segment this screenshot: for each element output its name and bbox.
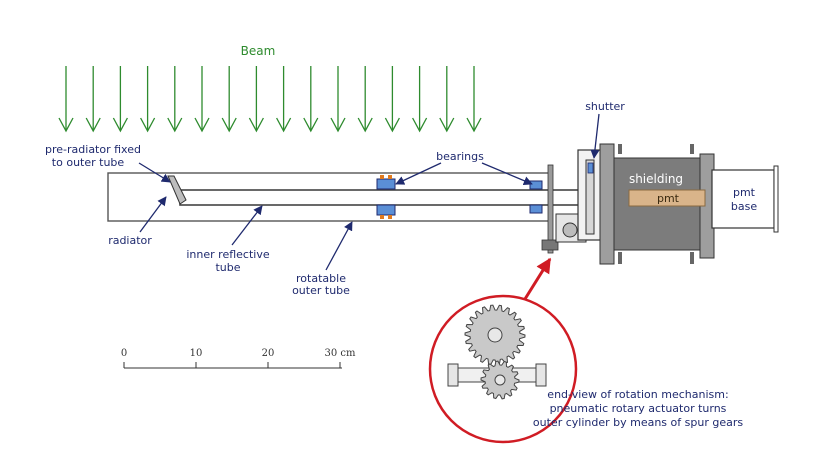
bearings-pointer-left [395, 162, 442, 185]
inner-tube-pointer [231, 205, 263, 246]
scale-tick-30: 30 cm [325, 348, 357, 359]
caption-line3: outer cylinder by means of spur gears [533, 416, 743, 429]
bearing-left [376, 175, 396, 219]
beam-arrow-icon [439, 66, 455, 133]
pmt-label: pmt [657, 192, 680, 205]
shutter-label: shutter [585, 100, 625, 113]
scale-tick-10: 10 [190, 348, 203, 359]
small-spur-gear [480, 360, 520, 400]
caption-line2: pneumatic rotary actuator turns [550, 402, 727, 415]
outer-tube-label-line1: rotatable [296, 272, 346, 285]
beam-arrow-icon [167, 66, 183, 133]
beam-arrow-icon [357, 66, 373, 133]
inner-tube-label-line2: tube [215, 261, 240, 274]
beam-arrow-icon [221, 66, 237, 133]
shutter-pointer [590, 113, 600, 159]
radiator-label: radiator [108, 234, 152, 247]
outer-tube-pointer [325, 221, 353, 271]
scale-tick-0: 0 [121, 348, 127, 359]
inner-reflective-tube [179, 189, 581, 206]
beam-arrow-icon [466, 66, 482, 133]
beam-arrow-icon [384, 66, 400, 133]
beam-arrow-icon [112, 66, 128, 133]
beam-arrow-icon [412, 66, 428, 133]
pre-radiator-label-line2: to outer tube [52, 156, 125, 169]
large-spur-gear [464, 304, 526, 366]
pre-radiator-pointer [138, 162, 171, 183]
pre-radiator-label-line1: pre-radiator fixed [45, 143, 141, 156]
beam-arrow-icon [140, 66, 156, 133]
radiator-pointer [139, 196, 167, 233]
shielding-label: shielding [629, 172, 683, 186]
beam-arrow-icon [58, 66, 74, 133]
pmt-base-label-line2: base [731, 200, 757, 213]
pmt-tube [628, 189, 706, 207]
beam-arrows [58, 66, 482, 133]
bearings-label: bearings [436, 150, 484, 163]
beam-arrow-icon [248, 66, 264, 133]
bearing-right [529, 180, 543, 214]
scale-tick-20: 20 [262, 348, 275, 359]
outer-tube-label-line2: outer tube [292, 284, 350, 297]
beam-arrow-icon [276, 66, 292, 133]
inner-tube-label-line1: inner reflective [186, 248, 269, 261]
pmt-base [711, 165, 779, 233]
caption-line1: end-view of rotation mechanism: [547, 388, 728, 401]
scale-bar [123, 362, 342, 369]
pmt-base-label-line1: pmt [733, 186, 756, 199]
beam-arrow-icon [330, 66, 346, 133]
end-view-callout [428, 294, 578, 444]
beam-arrow-icon [85, 66, 101, 133]
bearings-pointer-right [481, 162, 533, 186]
radiator [167, 175, 187, 205]
beam-arrow-icon [194, 66, 210, 133]
end-flange [541, 164, 559, 254]
beam-arrow-icon [303, 66, 319, 133]
beam-label: Beam [241, 44, 276, 58]
